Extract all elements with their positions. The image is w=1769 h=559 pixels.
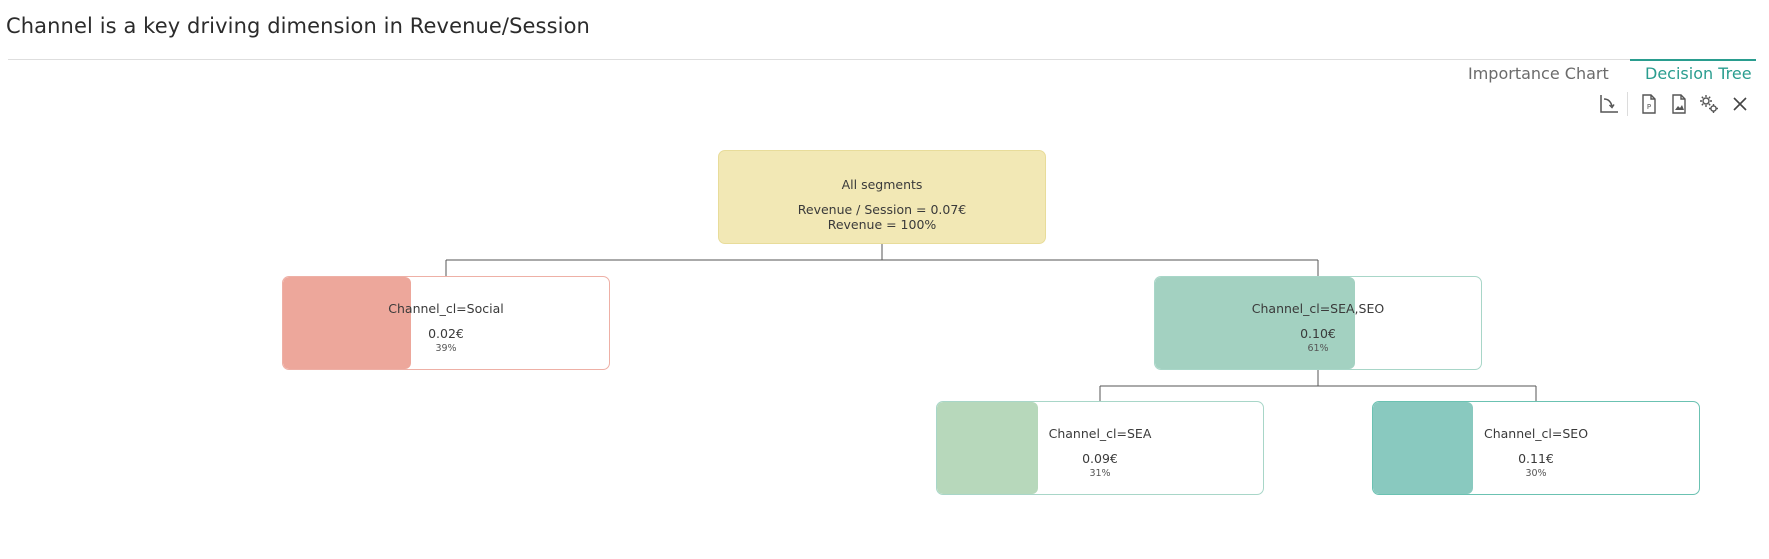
page-title: Channel is a key driving dimension in Re… xyxy=(6,14,590,38)
node-label: Channel_cl=SEO xyxy=(1483,426,1589,441)
node-share: 30% xyxy=(1525,468,1547,479)
node-value: 0.09€ xyxy=(1082,451,1118,466)
node-share: 61% xyxy=(1307,343,1329,354)
node-value: 0.10€ xyxy=(1300,326,1336,341)
node-revenue-share: Revenue = 100% xyxy=(827,217,937,232)
node-share-fill xyxy=(1155,277,1355,369)
node-metric: Revenue / Session = 0.07€ xyxy=(797,202,967,217)
node-share: 31% xyxy=(1089,468,1111,479)
export-image-icon[interactable] xyxy=(1667,92,1691,116)
node-label: Channel_cl=SEA xyxy=(1048,426,1152,441)
tree-node-social[interactable]: Channel_cl=Social 0.02€ 39% xyxy=(282,276,610,370)
node-label: All segments xyxy=(841,177,923,192)
tab-importance-chart[interactable]: Importance Chart xyxy=(1468,64,1609,83)
close-icon[interactable] xyxy=(1728,92,1752,116)
node-label: Channel_cl=SEA,SEO xyxy=(1251,301,1385,316)
node-share-fill xyxy=(1373,402,1473,494)
node-share: 39% xyxy=(435,343,457,354)
export-pdf-icon[interactable]: P xyxy=(1637,92,1661,116)
node-share-fill xyxy=(283,277,411,369)
tree-node-sea[interactable]: Channel_cl=SEA 0.09€ 31% xyxy=(936,401,1264,495)
toolbar-separator xyxy=(1627,92,1628,116)
node-label: Channel_cl=Social xyxy=(388,301,504,316)
node-value: 0.02€ xyxy=(428,326,464,341)
tree-node-seo[interactable]: Channel_cl=SEO 0.11€ 30% xyxy=(1372,401,1700,495)
node-share-fill xyxy=(937,402,1038,494)
tab-decision-tree[interactable]: Decision Tree xyxy=(1645,64,1752,83)
settings-icon[interactable] xyxy=(1697,92,1721,116)
active-tab-indicator xyxy=(1630,59,1756,61)
fit-chart-icon[interactable] xyxy=(1597,92,1621,116)
header-divider xyxy=(8,59,1756,60)
tree-node-sea-seo[interactable]: Channel_cl=SEA,SEO 0.10€ 61% xyxy=(1154,276,1482,370)
svg-text:P: P xyxy=(1647,103,1651,111)
tree-node-root[interactable]: All segments Revenue / Session = 0.07€ R… xyxy=(718,150,1046,244)
node-value: 0.11€ xyxy=(1518,451,1554,466)
